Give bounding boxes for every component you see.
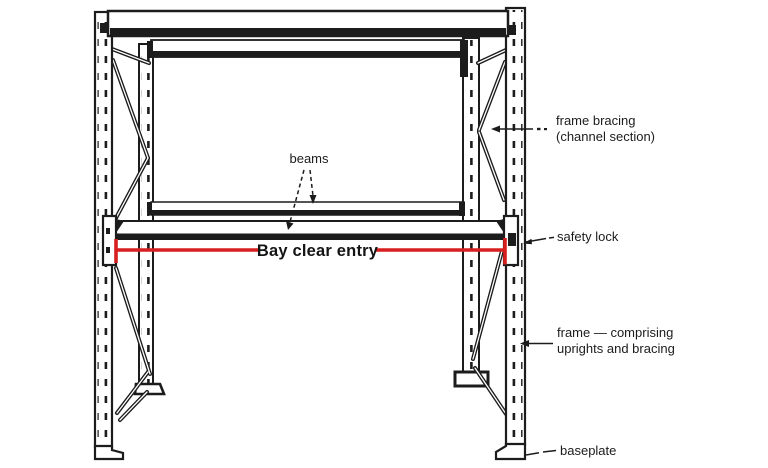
frame-bracing-right	[471, 48, 508, 416]
back-baseplates	[133, 370, 490, 396]
baseplate-front-right	[494, 442, 527, 461]
baseplate-label: baseplate	[560, 443, 616, 458]
frame-bracing-label-line1: frame bracing	[556, 113, 635, 128]
front-baseplates	[93, 442, 527, 461]
safety-lock-label: safety lock	[557, 229, 619, 244]
frame-bracing-left	[110, 47, 152, 422]
top-clip-right	[509, 25, 516, 35]
leader-lines	[286, 125, 557, 456]
frame-label-line2: uprights and bracing	[557, 341, 675, 356]
safety-lock-pin	[508, 233, 516, 246]
bay-clear-entry-label: Bay clear entry	[257, 242, 379, 260]
back-beams	[147, 39, 468, 216]
baseplate-front-left	[93, 444, 125, 461]
labels: beams frame bracing (channel section) sa…	[289, 113, 674, 458]
frame-bracing-label-line2: (channel section)	[556, 129, 655, 144]
front-beams	[104, 9, 511, 240]
bay-clear-entry-annotation: Bay clear entry	[114, 238, 507, 265]
beam-connectors	[100, 23, 520, 267]
beams-label: beams	[289, 151, 329, 166]
frame-label-line1: frame — comprising	[557, 325, 673, 340]
top-clip-left	[100, 23, 107, 33]
